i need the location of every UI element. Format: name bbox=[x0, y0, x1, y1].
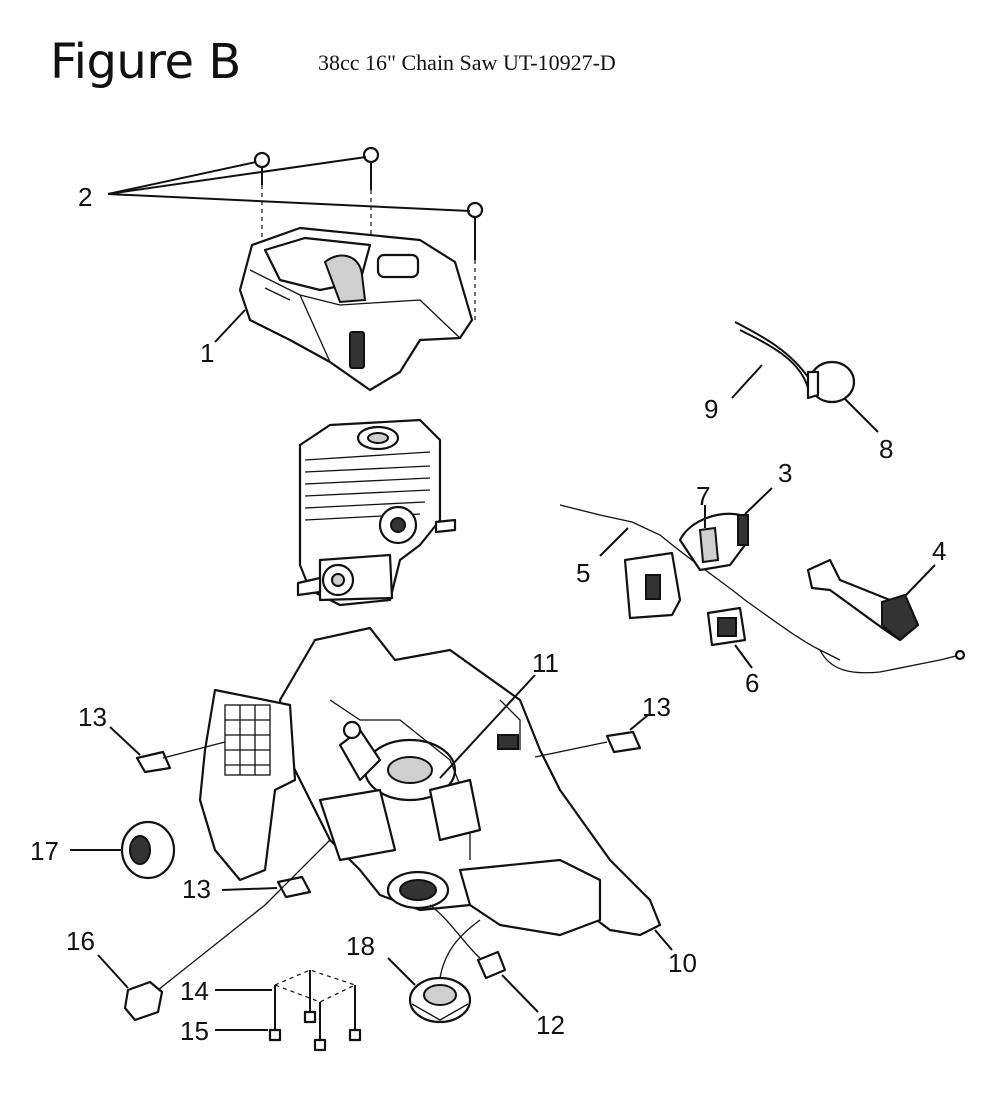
callout-11: 11 bbox=[532, 648, 559, 678]
bolts-part-14-15 bbox=[215, 969, 362, 1052]
callout-12: 12 bbox=[536, 1010, 565, 1040]
primer-bulb-part-8 bbox=[734, 321, 879, 433]
callout-6: 6 bbox=[745, 668, 759, 698]
top-cover-part-1 bbox=[214, 226, 474, 392]
callout-16: 16 bbox=[66, 926, 95, 956]
callout-4: 4 bbox=[932, 536, 946, 566]
figure-subtitle: 38cc 16" Chain Saw UT-10927-D bbox=[318, 50, 616, 75]
callout-13-left: 13 bbox=[78, 702, 107, 732]
callout-17: 17 bbox=[30, 836, 59, 866]
throttle-cable-part-5 bbox=[819, 649, 966, 674]
clip-part-13-left bbox=[109, 726, 226, 774]
oil-cap-part-18 bbox=[387, 919, 481, 1024]
callout-13-right: 13 bbox=[642, 692, 671, 722]
callout-8: 8 bbox=[879, 434, 893, 464]
callout-9: 9 bbox=[704, 394, 718, 424]
callout-13-bottom: 13 bbox=[182, 874, 211, 904]
switch-assembly-part-3 bbox=[559, 487, 841, 661]
callout-14: 14 bbox=[180, 976, 209, 1006]
figure-title: Figure B bbox=[50, 34, 241, 90]
callout-15: 15 bbox=[180, 1016, 209, 1046]
leader-part-11 bbox=[439, 674, 536, 779]
callout-5: 5 bbox=[576, 558, 590, 588]
kill-switch-part-6 bbox=[706, 606, 753, 669]
callout-1: 1 bbox=[200, 338, 214, 368]
crankcase-part-10 bbox=[278, 626, 673, 951]
filter-cover-part-17 bbox=[70, 688, 297, 882]
callout-7: 7 bbox=[696, 481, 710, 511]
callout-18: 18 bbox=[346, 931, 375, 961]
throttle-lever-part-4 bbox=[806, 558, 936, 642]
callout-10: 10 bbox=[668, 948, 697, 978]
foam-block-part-16 bbox=[97, 839, 331, 1022]
engine-cylinder bbox=[296, 418, 457, 607]
hose-leader-part-9 bbox=[731, 364, 763, 399]
callout-3: 3 bbox=[778, 458, 792, 488]
callout-labels: 1 2 3 4 5 6 7 8 9 10 11 12 13 13 13 14 1… bbox=[30, 182, 946, 1046]
screws-part-2 bbox=[107, 146, 484, 320]
boot-part-12 bbox=[429, 904, 539, 1013]
callout-2: 2 bbox=[78, 182, 92, 212]
clip-part-13-right bbox=[534, 714, 649, 758]
clip-part-13-bottom bbox=[221, 875, 312, 899]
